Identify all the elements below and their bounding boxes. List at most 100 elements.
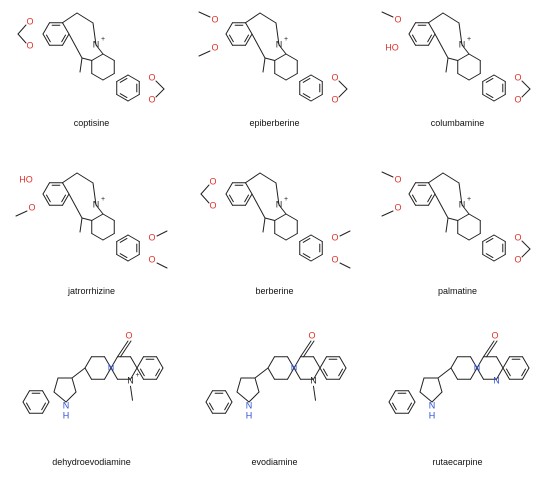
oxygen-label: O [26,16,33,26]
bond [447,217,459,221]
cation-label: + [101,196,105,203]
compound-name: palmatine [437,286,478,296]
ring-d-bond [299,234,312,242]
bond [79,217,83,233]
ring-d-bond [127,254,140,262]
oxygen-label: O [514,254,521,264]
double-bond [244,34,250,43]
ring-d-bond [496,367,504,380]
ring-d-bond [116,254,129,262]
ring-c-bond [285,233,298,241]
nitrogen-label: N [93,199,100,209]
ring-d-bond [130,356,138,369]
compound-name: columbamine [430,118,485,128]
double-bond [119,77,128,83]
bond [245,172,261,184]
bond [200,193,210,204]
oxygen-label: O [125,330,132,340]
ring-e-bond [339,356,347,369]
ring-d-bond [127,74,140,82]
ring-c-bond [450,367,458,380]
ring-d-bond [482,234,495,242]
compound-name: jatrorrhizine [67,286,116,296]
bond [428,12,444,24]
bond [76,172,94,184]
nitrogen-label: N [246,400,253,410]
bond [259,12,277,24]
bond [259,172,277,184]
double-bond [228,34,234,43]
bond [262,57,266,73]
double-bond [411,34,417,43]
double-bond [505,368,511,377]
ring-d-bond [310,254,323,262]
bond [68,193,83,219]
ring-d-bond [299,74,312,82]
n-methyl-bond [130,385,133,401]
indole-benzene-bond [42,401,50,414]
bond [81,57,93,61]
oxygen-label: O [148,254,155,264]
ring-a-bond [245,33,253,46]
ring-c-bond [285,73,298,81]
ring-c-bond [457,213,470,221]
nitrogen-label: N [127,376,134,386]
bond [95,44,104,55]
ring-a-bond [62,193,70,206]
bond [62,12,78,24]
indole-bond [437,377,443,393]
ring-d-bond [299,254,312,262]
ring-c-bond [287,367,295,380]
bond [428,172,444,184]
bond [434,33,449,59]
compound-name: berberine [255,286,294,296]
oxygen-label: O [331,254,338,264]
bond [17,24,27,35]
indole-benzene-bond [225,401,233,414]
oxygen-label: O [331,72,338,82]
double-bond [120,340,132,358]
bond [458,182,463,206]
nitrogen-label: N [276,39,283,49]
double-bond [155,368,161,377]
bond [156,230,168,237]
double-bond [119,237,128,243]
nitrogen-label: N [474,362,481,372]
double-bond [139,368,145,377]
ring-c-bond [470,356,478,369]
ring-c-bond [267,356,275,369]
ring-a-bond [245,22,253,35]
bond [254,367,269,379]
ring-a-bond [428,33,436,46]
ring-d-bond [493,94,506,102]
oxygen-label: O [28,202,35,212]
hydroxyl-label: HO [385,42,399,52]
bond [381,171,394,178]
ring-d-bond [310,94,323,102]
ring-a-bond [62,33,70,46]
ring-d-bond [116,234,129,242]
bond [521,240,531,250]
ring-c-bond [450,356,458,369]
indole-benzene-bond [408,401,416,414]
ring-d-bond [116,94,129,102]
ring-c-bond [91,73,104,81]
ring-d-bond [313,367,321,380]
double-bond [61,34,67,43]
indole-bond [65,391,77,403]
bond [117,340,129,358]
double-bond [303,340,315,358]
bond [521,80,531,90]
ring-a-bond [245,193,253,206]
compound-name: rutaecarpine [432,457,483,467]
bond [155,88,165,98]
ring-d-bond [116,74,129,82]
indole-bond [236,391,250,403]
nitrogen-label: N [108,362,115,372]
double-bond [427,34,433,43]
ring-c-bond [468,73,481,81]
